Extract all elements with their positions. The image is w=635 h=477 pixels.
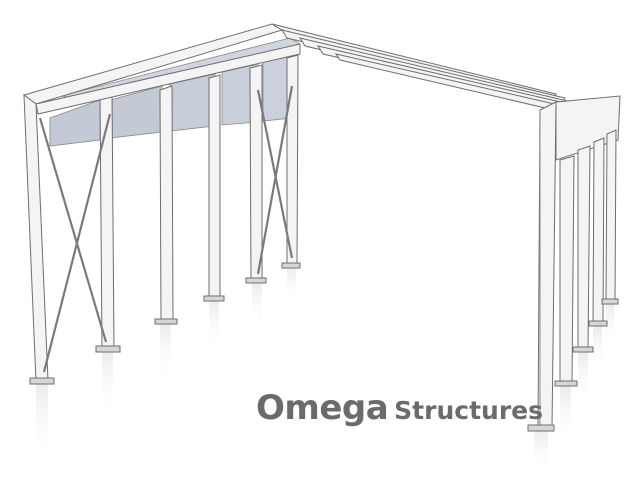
front-frame [23, 43, 301, 383]
roof-beams [22, 23, 608, 123]
watermark-word-omega: Omega [256, 388, 389, 428]
cross-braces [38, 85, 294, 373]
base-plates [29, 262, 619, 432]
floor-reflections [36, 265, 614, 473]
watermark-word-structures: Structures [394, 396, 543, 425]
rear-frame [537, 95, 621, 429]
